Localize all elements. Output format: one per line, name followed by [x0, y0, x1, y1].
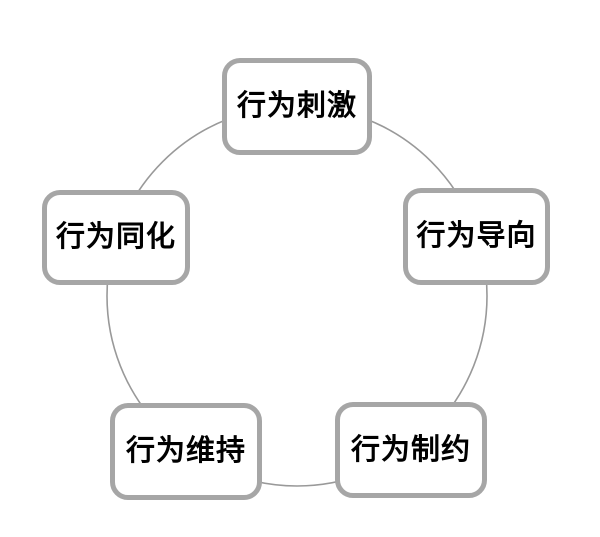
node-behavior-constrain: 行为制约: [335, 402, 487, 498]
node-label: 行为制约: [350, 433, 471, 466]
node-behavior-assimilate: 行为同化: [42, 190, 190, 285]
node-behavior-maintain: 行为维持: [110, 403, 262, 500]
node-label: 行为同化: [55, 221, 176, 253]
node-behavior-orient: 行为导向: [403, 188, 550, 285]
node-behavior-stimulate: 行为刺激: [222, 58, 372, 155]
node-label: 行为导向: [416, 220, 537, 252]
node-label: 行为维持: [125, 435, 246, 467]
node-label: 行为刺激: [236, 90, 357, 122]
